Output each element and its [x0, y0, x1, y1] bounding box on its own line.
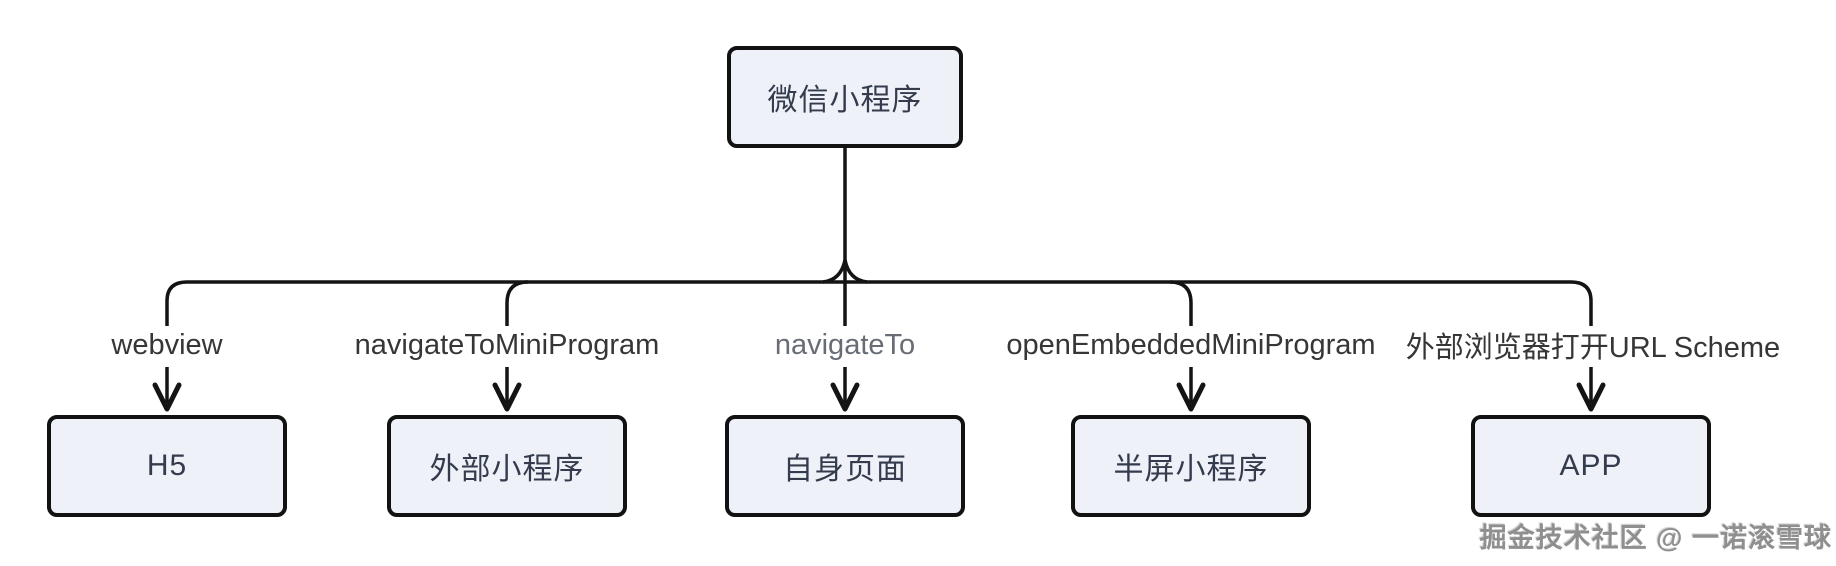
- node-app: APP: [1471, 415, 1711, 517]
- arrow-down-icon: [830, 367, 860, 412]
- edge-junction-fillet-left: [822, 259, 847, 284]
- node-h5: H5: [47, 415, 287, 517]
- edge-rail: [165, 280, 1593, 326]
- arrow-down-icon: [492, 367, 522, 412]
- edge-drop-4: [1169, 280, 1193, 326]
- watermark: 掘金技术社区 @ 一诺滚雪球: [1479, 523, 1832, 553]
- edge-label-openembeddedminiprogram: openEmbeddedMiniProgram: [1006, 328, 1376, 361]
- edge-label-webview: webview: [111, 328, 223, 361]
- arrow-down-icon: [1176, 367, 1206, 412]
- edge-junction-fillet-right: [843, 259, 868, 284]
- edge-drop-2: [505, 280, 529, 326]
- node-half-screen-miniprogram: 半屏小程序: [1071, 415, 1311, 517]
- edge-label-navigatetominiprogram: navigateToMiniProgram: [354, 328, 660, 361]
- edge-label-navigateto: navigateTo: [774, 328, 916, 361]
- arrow-down-icon: [152, 367, 182, 412]
- node-wechat-miniprogram: 微信小程序: [727, 46, 963, 148]
- node-own-page: 自身页面: [725, 415, 965, 517]
- node-external-miniprogram: 外部小程序: [387, 415, 627, 517]
- arrow-down-icon: [1576, 367, 1606, 412]
- edge-label-external-browser-url-scheme: 外部浏览器打开URL Scheme: [1405, 332, 1781, 364]
